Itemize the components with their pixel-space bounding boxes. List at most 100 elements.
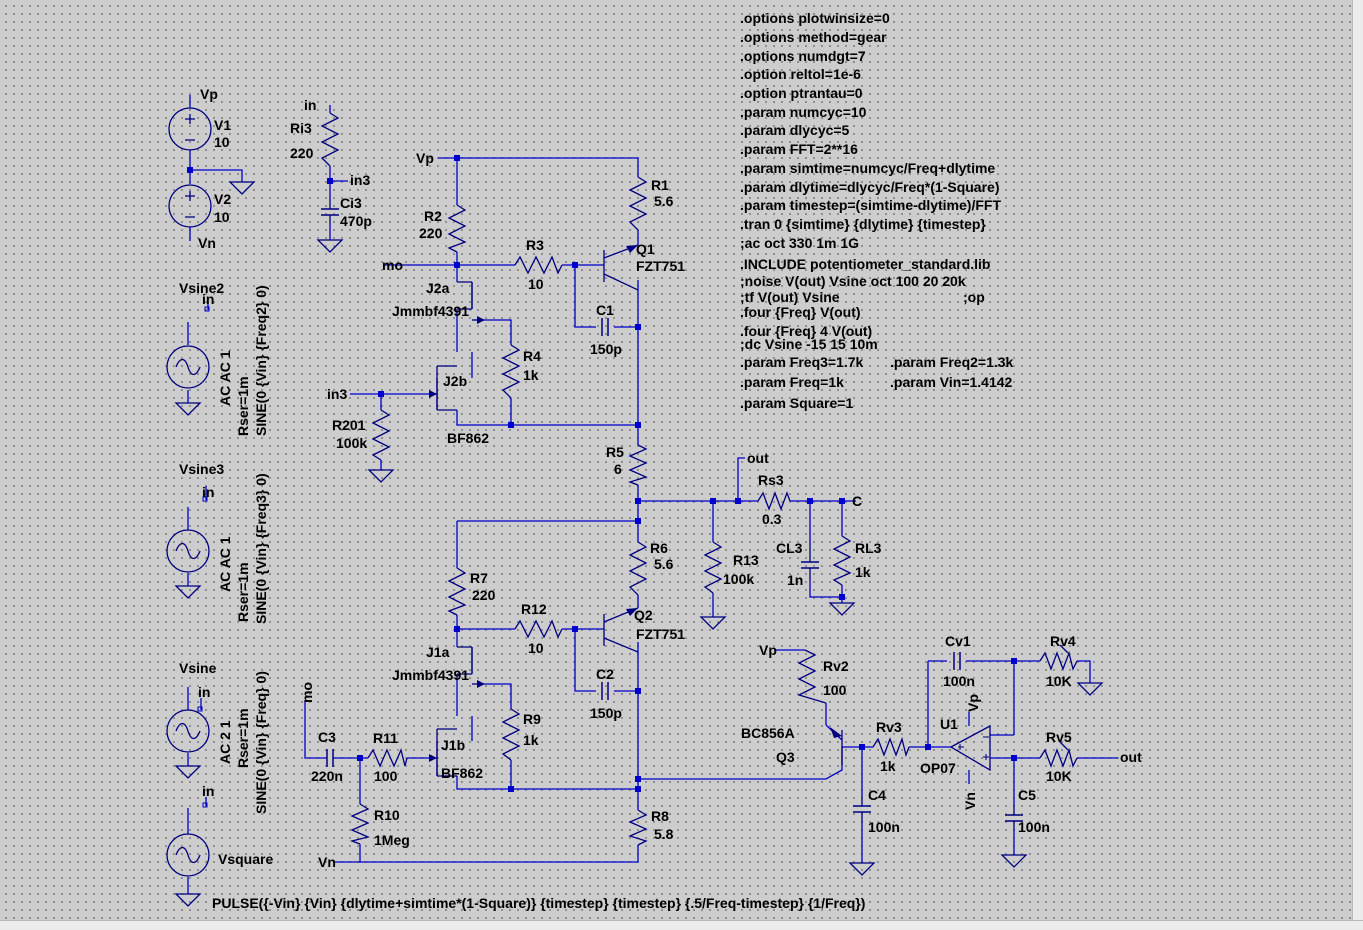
svg-text:R8: R8 — [651, 808, 669, 824]
r4-resistor — [501, 344, 521, 399]
svg-text:100: 100 — [823, 682, 847, 698]
svg-text:220n: 220n — [311, 768, 343, 784]
svg-text:J2a: J2a — [426, 280, 450, 296]
spice-directives[interactable]: .options plotwinsize=0 .options method=g… — [740, 10, 1014, 411]
svg-text:RL3: RL3 — [855, 540, 882, 556]
svg-text:1k: 1k — [880, 758, 896, 774]
directive: .param FFT=2**16 — [740, 141, 858, 157]
svg-text:J1b: J1b — [441, 737, 465, 753]
c1-capacitor — [601, 317, 609, 337]
j2a-jfet — [457, 281, 473, 310]
directive: .four {Freq} V(out) — [740, 304, 861, 320]
r7-resistor — [447, 567, 467, 616]
cv1-capacitor — [953, 651, 961, 671]
directive: .option ptrantau=0 — [740, 85, 863, 101]
svg-text:AC AC 1: AC AC 1 — [217, 536, 233, 592]
directive: .tran 0 {simtime} {dlytime} {timestep} — [740, 216, 986, 232]
svg-text:Rv3: Rv3 — [876, 719, 902, 735]
svg-text:Ri3: Ri3 — [290, 120, 312, 136]
svg-text:10K: 10K — [1046, 673, 1072, 689]
svg-text:OP07: OP07 — [920, 760, 956, 776]
j1b-jfet — [436, 728, 457, 777]
svg-text:in: in — [304, 97, 316, 113]
directive: ;tf V(out) Vsine — [740, 289, 840, 305]
svg-text:100: 100 — [374, 768, 398, 784]
svg-text:R2: R2 — [424, 208, 442, 224]
svg-text:R9: R9 — [523, 711, 541, 727]
svg-text:R7: R7 — [470, 570, 488, 586]
r6-resistor — [628, 541, 648, 596]
r13-resistor — [703, 541, 723, 594]
svg-text:FZT751: FZT751 — [636, 626, 685, 642]
rv5-resistor — [1039, 747, 1078, 768]
svg-text:1k: 1k — [523, 367, 539, 383]
svg-text:Q1: Q1 — [636, 241, 655, 257]
svg-text:Vp: Vp — [200, 86, 218, 102]
svg-text:1k: 1k — [523, 732, 539, 748]
directive: .param simtime=numcyc/Freq+dlytime — [740, 160, 995, 176]
svg-text:Vn: Vn — [198, 235, 216, 251]
svg-text:C5: C5 — [1018, 787, 1036, 803]
svg-text:Rs3: Rs3 — [758, 472, 784, 488]
vsquare-source — [166, 833, 210, 877]
svg-text:Vn: Vn — [962, 792, 978, 810]
r201-resistor — [371, 409, 391, 461]
directive: .INCLUDE potentiometer_standard.lib — [740, 256, 990, 272]
svg-text:100n: 100n — [1018, 819, 1050, 835]
svg-text:Vsquare: Vsquare — [218, 851, 273, 867]
svg-text:10: 10 — [214, 134, 230, 150]
svg-text:220: 220 — [472, 587, 496, 603]
c4-capacitor — [852, 805, 872, 813]
svg-text:Rser=1m: Rser=1m — [235, 376, 251, 436]
svg-text:Rv5: Rv5 — [1046, 729, 1072, 745]
r9-resistor — [501, 708, 521, 761]
directive: ;op — [963, 289, 985, 305]
svg-text:1k: 1k — [855, 564, 871, 580]
svg-text:10: 10 — [214, 209, 230, 225]
svg-text:10: 10 — [528, 640, 544, 656]
horizontal-scrollbar[interactable] — [0, 920, 1363, 930]
svg-text:5.6: 5.6 — [654, 193, 674, 209]
j2b-jfet — [436, 365, 457, 411]
ground-1 — [229, 181, 255, 195]
svg-text:in: in — [198, 684, 210, 700]
u1-opamp — [949, 724, 991, 772]
r1-resistor — [628, 176, 648, 231]
cl3-capacitor — [800, 561, 820, 569]
svg-text:out: out — [1120, 749, 1142, 765]
vertical-scrollbar[interactable] — [1352, 0, 1363, 920]
j1a-jfet — [457, 646, 473, 675]
directive: .options plotwinsize=0 — [740, 10, 890, 26]
svg-text:100k: 100k — [723, 571, 754, 587]
ground-5 — [829, 602, 855, 616]
ground-9 — [175, 402, 201, 416]
svg-text:Rv2: Rv2 — [823, 658, 849, 674]
v1-source — [168, 107, 212, 151]
components — [166, 107, 1103, 907]
rs3-resistor — [757, 491, 791, 511]
junctions — [187, 155, 1017, 808]
r5-resistor — [627, 444, 648, 486]
directive: .four {Freq} 4 V(out) — [740, 323, 872, 339]
svg-text:out: out — [747, 450, 769, 466]
r12-resistor — [514, 619, 563, 639]
svg-text:220: 220 — [419, 225, 443, 241]
rv3-resistor — [872, 736, 910, 758]
svg-text:Vp: Vp — [759, 642, 777, 658]
ground-11 — [175, 765, 201, 779]
svg-text:SINE(0 {Vin} {Freq} 0): SINE(0 {Vin} {Freq} 0) — [253, 671, 269, 814]
ci3-capacitor — [320, 208, 340, 216]
directive: ;dc Vsine -15 15 10m — [740, 336, 878, 352]
svg-text:Cv1: Cv1 — [945, 633, 971, 649]
ground-8 — [1001, 854, 1027, 868]
vsine-source — [166, 709, 210, 753]
vsine2-source — [166, 345, 210, 389]
svg-text:BF862: BF862 — [447, 430, 489, 446]
svg-text:1Meg: 1Meg — [374, 832, 410, 848]
svg-text:C2: C2 — [596, 666, 614, 682]
svg-text:J2b: J2b — [443, 373, 467, 389]
svg-text:Vp: Vp — [416, 150, 434, 166]
directive: .options numdgt=7 — [740, 48, 866, 64]
